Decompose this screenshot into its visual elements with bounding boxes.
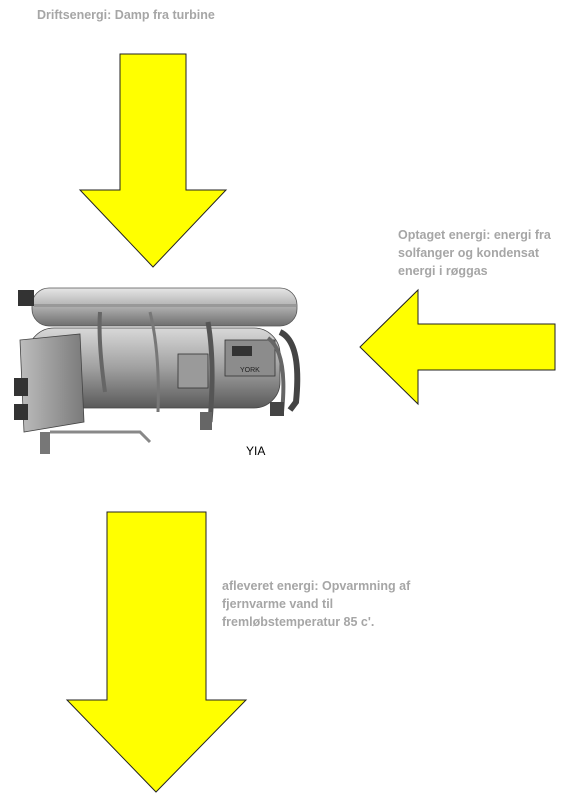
absorbed-energy-line-1: Optaget energi: energi fra bbox=[398, 228, 551, 242]
input-energy-label: Driftsenergi: Damp fra turbine bbox=[37, 8, 215, 22]
machine-label: YIA bbox=[246, 444, 266, 458]
arrow-down-bottom bbox=[65, 511, 248, 793]
absorbed-energy-line-3: energi i røggas bbox=[398, 264, 488, 278]
arrow-left-right bbox=[359, 288, 556, 406]
absorbed-energy-label: Optaget energi: energi fra solfanger og … bbox=[398, 226, 551, 280]
delivered-energy-line-3: fremløbstemperatur 85 c'. bbox=[222, 615, 375, 629]
svg-text:YORK: YORK bbox=[240, 367, 260, 374]
absorption-chiller-image: YORK bbox=[14, 287, 301, 454]
delivered-energy-label: afleveret energi: Opvarmning af fjernvar… bbox=[222, 577, 410, 631]
arrow-down-top bbox=[78, 53, 228, 268]
delivered-energy-line-1: afleveret energi: Opvarmning af bbox=[222, 579, 411, 593]
delivered-energy-line-2: fjernvarme vand til bbox=[222, 597, 334, 611]
absorbed-energy-line-2: solfanger og kondensat bbox=[398, 246, 539, 260]
